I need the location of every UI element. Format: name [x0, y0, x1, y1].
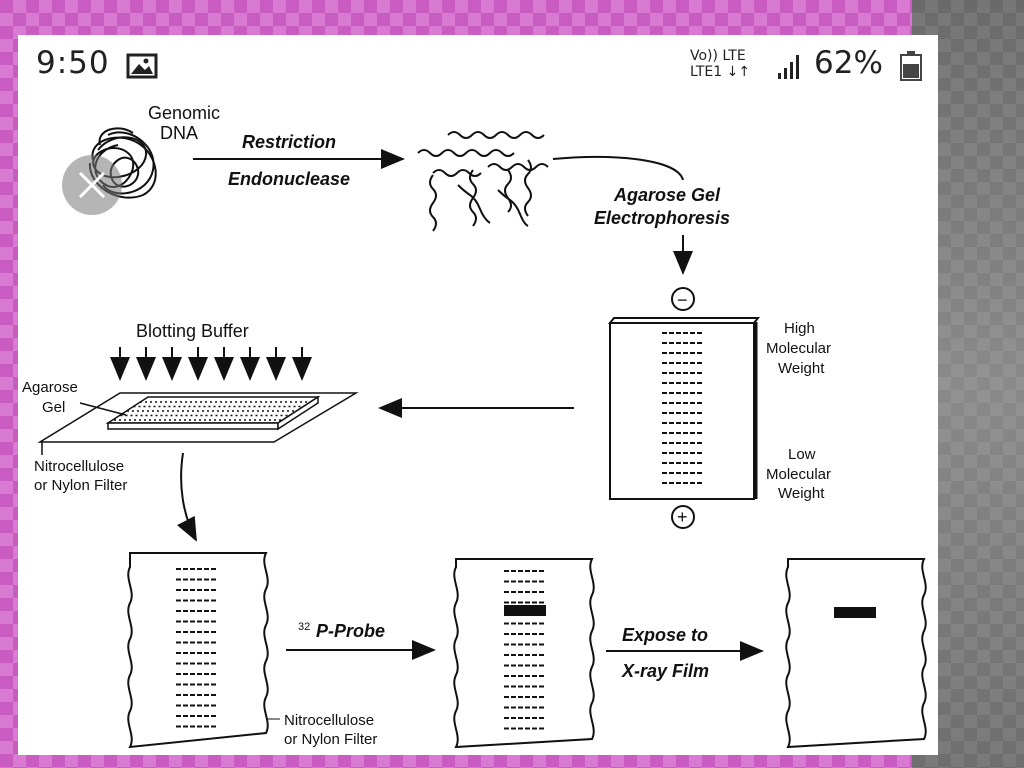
- gel-bands: [662, 332, 704, 484]
- xray-film: [785, 558, 927, 749]
- filter-1-bands: [176, 568, 218, 728]
- battery-icon: [900, 51, 922, 81]
- high-mw-2: Molecular: [766, 340, 831, 357]
- expose-label-1: Expose to: [622, 625, 708, 645]
- network-label-1: Vo)) LTE: [690, 48, 746, 64]
- low-mw-2: Molecular: [766, 466, 831, 483]
- probe-label: P-Probe: [316, 621, 385, 641]
- hybridized-band: [504, 605, 546, 616]
- close-icon: [78, 171, 106, 199]
- genomic-label-1: Genomic: [148, 103, 220, 123]
- agarose-label-1: Agarose: [22, 379, 78, 396]
- genomic-label-2: DNA: [160, 123, 198, 143]
- expose-label-2: X-ray Film: [621, 661, 709, 681]
- high-mw-3: Weight: [778, 360, 825, 377]
- arrow-to-filter: [176, 452, 197, 542]
- gallery-icon: [126, 53, 158, 79]
- slab-bands: [114, 401, 310, 421]
- electrophoresis-gel: [607, 317, 761, 500]
- minus-symbol: −: [677, 290, 688, 310]
- plus-electrode: [671, 505, 695, 529]
- endonuclease-label: Endonuclease: [228, 169, 350, 189]
- buffer-arrows: [110, 347, 312, 381]
- electrophoresis-label: Electrophoresis: [594, 208, 730, 228]
- low-mw-3: Weight: [778, 485, 825, 502]
- minus-electrode: [671, 287, 695, 311]
- probe-superscript: 32: [298, 621, 310, 633]
- dna-fragments: [417, 131, 549, 232]
- nitro-bottom-2: or Nylon Filter: [284, 731, 377, 748]
- plus-symbol: +: [677, 507, 688, 527]
- nitro-label-2: or Nylon Filter: [34, 477, 127, 494]
- slide: 9:50 Vo)) LTE LTE1 ↓↑ 62% Genomic: [18, 35, 938, 755]
- high-mw-1: High: [784, 320, 815, 337]
- southern-blot-diagram: Genomic DNA Restriction Endonuclease Aga…: [22, 103, 927, 749]
- filter-2: [453, 558, 595, 749]
- agarose-gel-label: Agarose Gel: [613, 185, 721, 205]
- network-label-2: LTE1 ↓↑: [690, 64, 751, 80]
- xray-band: [834, 607, 876, 618]
- nitro-bottom-1: Nitrocellulose: [284, 712, 374, 729]
- close-button[interactable]: [62, 155, 122, 215]
- filter-1: [127, 552, 269, 749]
- agarose-label-2: Gel: [42, 399, 65, 416]
- restriction-label: Restriction: [242, 132, 336, 152]
- status-time: 9:50: [36, 45, 110, 81]
- low-mw-1: Low: [788, 446, 816, 463]
- curve-to-electrophoresis: [552, 155, 684, 181]
- signal-icon: [778, 55, 799, 79]
- blotting-buffer-label: Blotting Buffer: [136, 321, 249, 341]
- agarose-pointer: [79, 402, 127, 416]
- battery-percent: 62%: [814, 45, 883, 81]
- nitro-label-1: Nitrocellulose: [34, 458, 124, 475]
